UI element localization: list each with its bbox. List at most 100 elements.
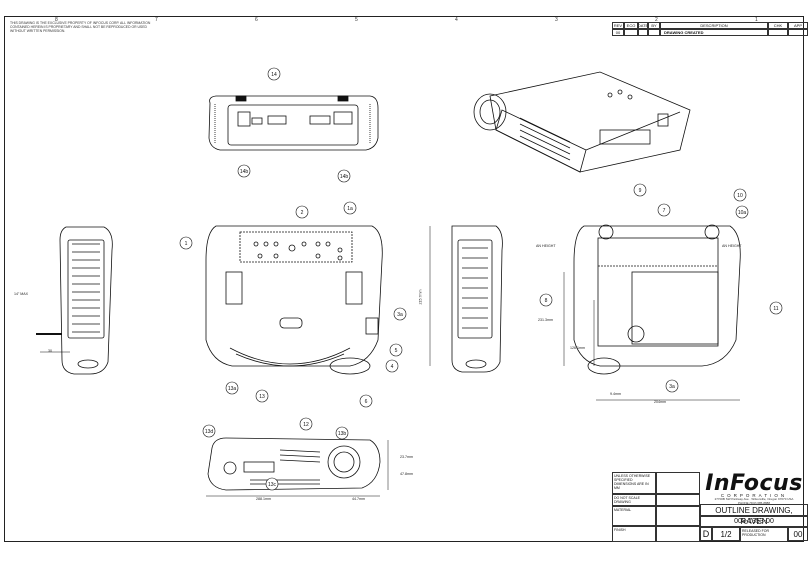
callout-label: 10a — [738, 210, 747, 216]
zone-marker: 2 — [655, 17, 658, 23]
zone-marker: 6 — [255, 17, 258, 23]
tb-notes: UNLESS OTHERWISE SPECIFIED DIMENSIONS AR… — [612, 472, 656, 494]
zone-marker: 5 — [355, 17, 358, 23]
dim-leg-left: AN HEIGHT — [536, 244, 556, 248]
callout-label: 14b — [240, 169, 249, 175]
callout-label: 2 — [301, 210, 304, 216]
rev-row-eco — [624, 29, 638, 36]
rev-header-date: DATE — [638, 22, 648, 29]
callout-label: 8 — [545, 298, 548, 304]
sheet-border — [4, 16, 804, 542]
callout-label: 4 — [391, 364, 394, 370]
tb-drawn — [656, 472, 700, 494]
callout-label: 3a — [669, 384, 675, 390]
bottom-view — [573, 224, 741, 375]
callout-label: 14 — [271, 72, 277, 78]
tb-approved — [656, 506, 700, 526]
rev-header-description: DESCRIPTION — [660, 22, 768, 29]
callout-circle — [359, 394, 373, 408]
callout-circle — [335, 426, 349, 440]
rear-view — [208, 95, 379, 151]
tb-released: RELEASED FOR PRODUCTION — [740, 527, 788, 542]
callout-circle — [385, 359, 399, 373]
brand-phone: PHONE (503) 685-8888 — [737, 500, 771, 505]
dim-126: 126.1mm — [570, 346, 585, 350]
rev-header-eco: ECO — [624, 22, 638, 29]
tb-material: MATERIAL — [612, 506, 656, 526]
callout-circle — [202, 424, 216, 438]
drawing-title: OUTLINE DRAWING, RAVEN — [700, 504, 808, 526]
dim-side-lens: 44.7mm — [352, 497, 365, 501]
rev-row-description: DRAWING CREATED — [660, 29, 768, 36]
sheet-size: D — [700, 527, 712, 541]
lower-side-view — [207, 437, 381, 491]
callout-label: 10 — [737, 193, 743, 199]
callout-circle — [735, 205, 749, 219]
tb-date — [656, 526, 700, 542]
callout-circle — [657, 203, 671, 217]
callout-circle — [389, 343, 403, 357]
top-view — [205, 225, 383, 375]
callout-label: 12 — [303, 422, 309, 428]
perspective-view — [473, 71, 691, 173]
callout-circle — [769, 301, 783, 315]
drawing-number: 008-1353-00 — [700, 516, 808, 527]
callout-circle — [265, 477, 279, 491]
callout-circle — [539, 293, 553, 307]
callout-circle — [633, 183, 647, 197]
dim-front-height: 215.7mm — [418, 289, 423, 305]
callout-circle — [225, 381, 239, 395]
callout-circle — [267, 67, 281, 81]
callout-circle — [343, 201, 357, 215]
callout-label: 5 — [395, 348, 398, 354]
callout-label: 13a — [228, 386, 237, 392]
dim-bottom-width: 30 — [48, 349, 52, 353]
rev-row-date — [638, 29, 648, 36]
dim-side-width: 288.1mm — [256, 497, 271, 501]
dim-side-mid: 47.8mm — [400, 472, 413, 476]
zone-marker: 3 — [555, 17, 558, 23]
revision-block: REV ECO DATE BY DESCRIPTION CHK APP 00 D… — [612, 22, 808, 36]
callout-circle — [299, 417, 313, 431]
callout-circle — [295, 205, 309, 219]
brand-subtitle: CORPORATION — [720, 493, 788, 498]
front-view — [451, 225, 503, 373]
dim-max: 14" MAX — [14, 292, 29, 296]
callout-label: 1a — [347, 206, 353, 212]
rev-row-by — [648, 29, 660, 36]
dim-9: 9.4mm — [610, 392, 621, 396]
callout-circle — [393, 307, 407, 321]
callout-label: 13d — [205, 429, 214, 435]
zone-marker: 7 — [155, 17, 158, 23]
dim-204: 204mm — [654, 400, 666, 404]
tb-checked — [656, 494, 700, 506]
dim-side-top: 23.7mm — [400, 455, 413, 459]
callout-label: 9 — [639, 188, 642, 194]
brand-name: InFocus — [705, 471, 803, 496]
infocus-logo: InFocus CORPORATION 27700B SW Parkway Av… — [700, 471, 808, 505]
callout-label: 13b — [338, 431, 347, 437]
zone-marker: 4 — [455, 17, 458, 23]
zone-marker: 8 — [55, 17, 58, 23]
callout-label: 1 — [185, 241, 188, 247]
callout-circle — [255, 389, 269, 403]
callout-label: 7 — [663, 208, 666, 214]
rev-row-chk — [768, 29, 788, 36]
callout-circle — [665, 379, 679, 393]
rev-header-rev: REV — [612, 22, 624, 29]
sheet-number: 1/2 — [712, 527, 740, 541]
rev-header-by: BY — [648, 22, 660, 29]
tb-finish: FINISH — [612, 526, 656, 542]
callout-label: 6 — [365, 399, 368, 405]
callout-label: 13c — [268, 482, 277, 488]
callout-label: 11 — [773, 306, 778, 312]
callout-circle — [179, 236, 193, 250]
callout-label: 13 — [259, 394, 265, 400]
dim-leg-right: AN HEIGHT — [722, 244, 742, 248]
tb-do-not-scale: DO NOT SCALE DRAWING — [612, 494, 656, 506]
title-block: UNLESS OTHERWISE SPECIFIED DIMENSIONS AR… — [612, 472, 808, 542]
proprietary-notice: THIS DRAWING IS THE EXCLUSIVE PROPERTY O… — [10, 21, 151, 33]
revision-number: 00 — [788, 527, 808, 541]
